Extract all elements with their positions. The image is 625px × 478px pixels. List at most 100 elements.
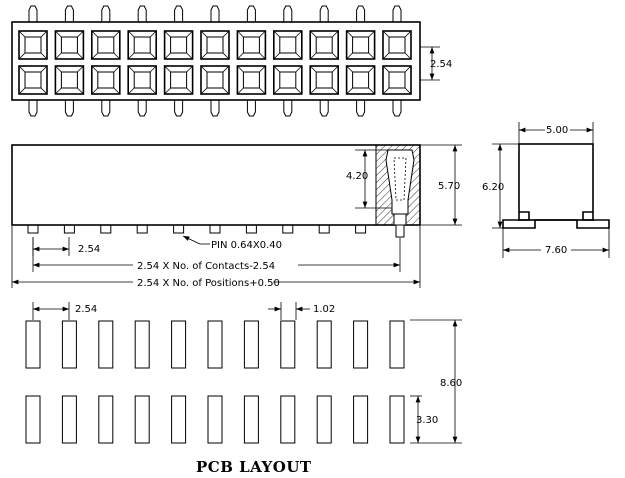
front-view-section [375, 144, 421, 238]
pcb-pad [207, 320, 223, 369]
front-pin [245, 224, 257, 234]
contact-cell-inner [388, 71, 406, 89]
pcb-pad [280, 395, 296, 444]
contact-cell-corners [127, 30, 157, 60]
top-pin [319, 5, 329, 22]
front-pin [173, 224, 185, 234]
top-pin [101, 5, 111, 22]
pcb-pad [280, 320, 296, 369]
contact-cell-corners [382, 30, 412, 60]
pad-length-dimension: 3.30 [410, 395, 438, 443]
insulator-height-dimension: 4.20 [346, 149, 392, 209]
contact-cell-corners [200, 65, 230, 95]
contact-cell [345, 65, 376, 95]
top-pin [246, 5, 256, 22]
top-pin [28, 100, 38, 117]
pcb-pad [389, 320, 405, 369]
front-pin [318, 224, 330, 234]
contact-cell-inner [388, 36, 406, 54]
front-pin [136, 224, 148, 234]
pin-pitch-label: 2.54 [78, 244, 100, 255]
pin-size-label: PIN 0.64X0.40 [211, 240, 282, 251]
pin-pitch-dimension: 2.54 [32, 237, 100, 256]
pcb-pad [316, 395, 332, 444]
contact-cell-corners [309, 65, 339, 95]
pcb-layout: 2.54 1.02 8.60 3.30 PCB LAYOUT [25, 302, 462, 476]
top-pin [210, 100, 220, 117]
pad-width-dimension: 1.02 [268, 302, 335, 320]
insulator-height-label: 4.20 [346, 171, 368, 182]
side-foot-width-label: 7.60 [545, 245, 567, 256]
pcb-pad [316, 320, 332, 369]
contact-cell-inner [279, 36, 297, 54]
contact-cell [309, 65, 340, 95]
contact-cell-corners [127, 65, 157, 95]
pcb-pad [353, 320, 369, 369]
positions-length-label: 2.54 X No. of Positions+0.50 [137, 278, 280, 289]
pcb-pad [25, 395, 41, 444]
contact-cell-corners [18, 65, 48, 95]
contact-cell-inner [133, 36, 151, 54]
top-pin [356, 100, 366, 117]
side-foot-width-dimension: 7.60 [502, 228, 610, 258]
pad-span-dimension: 8.60 [410, 319, 462, 444]
contact-cell [54, 65, 85, 95]
pcb-pad [353, 395, 369, 444]
contact-cell [200, 30, 230, 60]
top-view-contact-cells [18, 30, 412, 95]
pin-size-callout: PIN 0.64X0.40 [182, 235, 282, 251]
side-view-feet [502, 211, 610, 229]
contact-cell [236, 65, 267, 95]
front-pin [355, 224, 367, 234]
contact-cell-inner [315, 71, 333, 89]
contact-cell-corners [91, 65, 121, 95]
overall-height-dimension: 5.70 [420, 144, 462, 226]
front-view-pins [27, 224, 367, 234]
contact-cell [272, 65, 303, 95]
contact-cell-corners [273, 30, 303, 60]
contact-cell [18, 65, 48, 95]
contact-cell [309, 30, 340, 60]
top-pin [283, 100, 293, 117]
pcb-pad [98, 320, 114, 369]
side-width-label: 5.00 [546, 125, 568, 136]
pcb-pad [171, 320, 187, 369]
contact-cell-inner [170, 36, 188, 54]
contact-cell-corners [382, 65, 412, 95]
top-pin [392, 100, 402, 117]
contact-cell-inner [242, 71, 260, 89]
front-pin [282, 224, 294, 234]
side-view-body [518, 143, 594, 221]
pcb-pad [207, 395, 223, 444]
contact-cell-corners [18, 30, 48, 60]
pcb-pad [25, 320, 41, 369]
pcb-pad [61, 395, 77, 444]
top-pin [210, 5, 220, 22]
pcb-pad [389, 395, 405, 444]
top-pin [356, 5, 366, 22]
contact-cell-corners [273, 65, 303, 95]
contact-cell-corners [200, 30, 230, 60]
contact-cell-corners [164, 30, 193, 60]
contact-cell [236, 30, 267, 60]
contact-cell-inner [206, 36, 224, 54]
front-view-body [11, 144, 421, 226]
top-pin [392, 5, 402, 22]
contact-cell-corners [55, 30, 84, 60]
overall-height-label: 5.70 [438, 181, 460, 192]
pcb-pad [171, 395, 187, 444]
top-view-pins [28, 5, 402, 117]
contact-cell-inner [97, 36, 115, 54]
contact-cell-inner [352, 71, 370, 89]
contact-cell [91, 30, 121, 60]
contact-cell [91, 65, 121, 95]
side-height-label: 6.20 [482, 182, 504, 193]
pcb-pad [243, 320, 259, 369]
contact-cell [345, 30, 376, 60]
top-pin [246, 100, 256, 117]
side-view: 5.00 6.20 7.60 [482, 122, 610, 258]
pcb-layout-title: PCB LAYOUT [196, 458, 312, 476]
top-pin [174, 5, 184, 22]
front-view: 4.20 5.70 2.54 PIN 0.64X0.40 2.5 [11, 144, 462, 289]
top-pin [137, 5, 147, 22]
